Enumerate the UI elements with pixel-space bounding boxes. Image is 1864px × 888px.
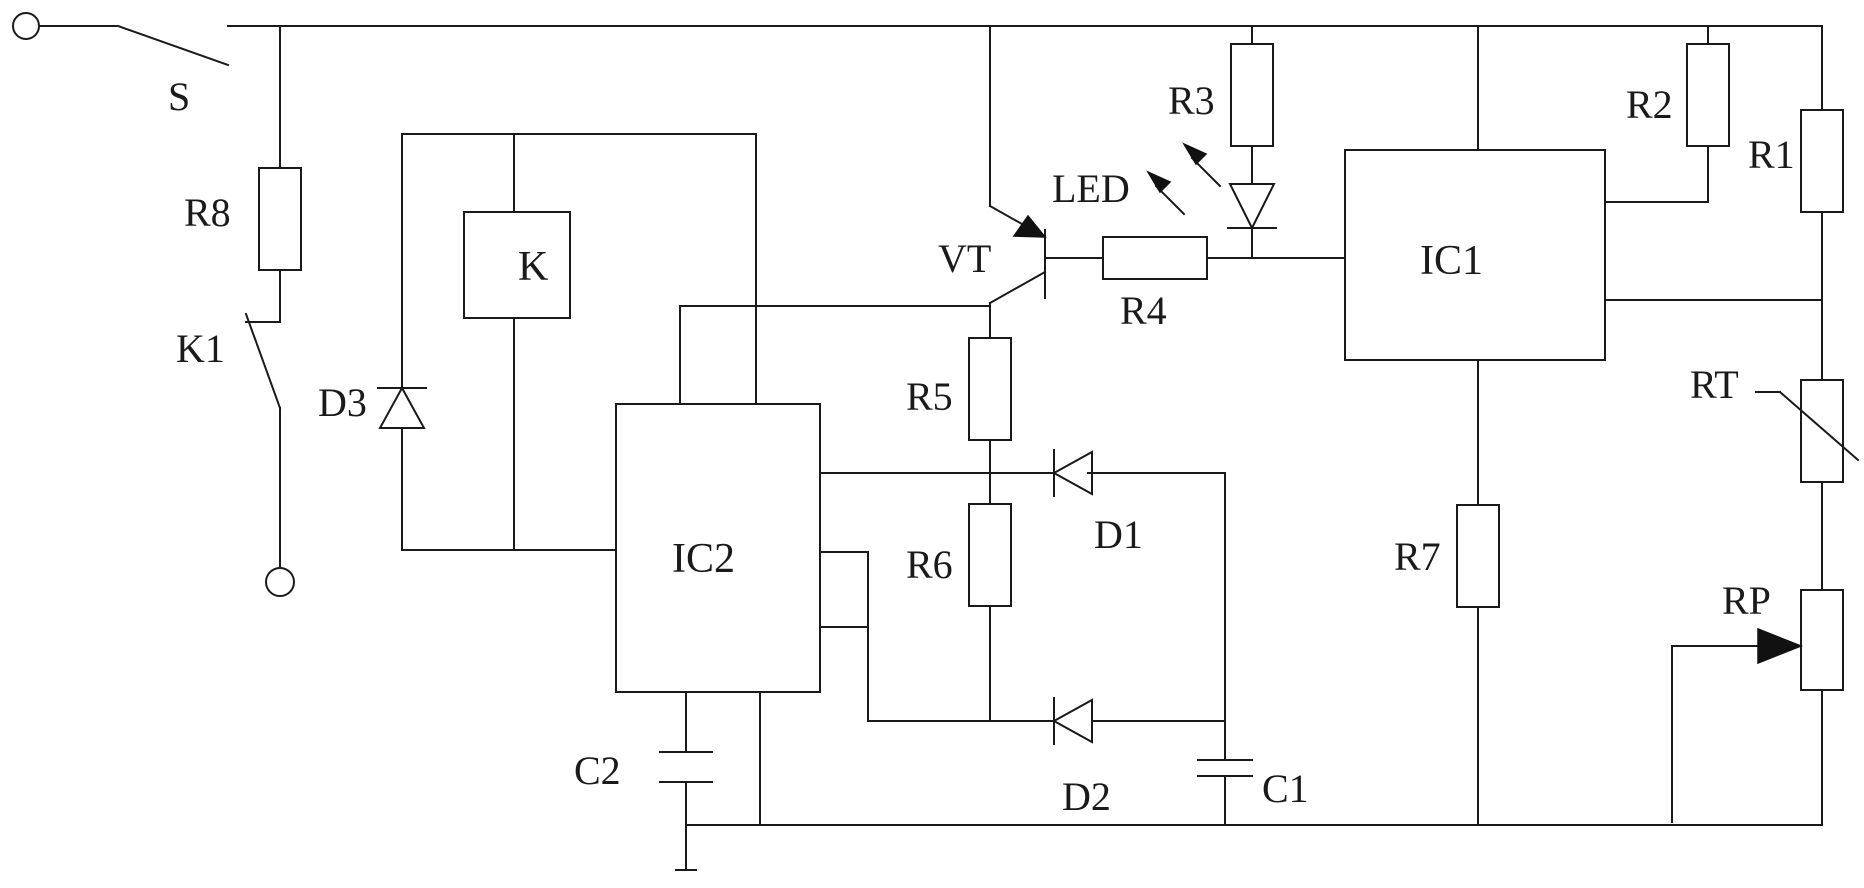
label-r7: R7 — [1394, 534, 1441, 579]
label-r2: R2 — [1626, 82, 1673, 127]
label-led: LED — [1052, 166, 1130, 211]
ic1-block — [1344, 149, 1606, 361]
component-labels: S R8 K1 D3 K IC2 C2 VT LED R3 R4 R5 R6 D… — [168, 74, 1795, 819]
resistor-r6 — [968, 503, 1012, 607]
label-ic1: IC1 — [1420, 238, 1483, 284]
wires — [227, 25, 1823, 871]
resistor-r3 — [1230, 43, 1274, 147]
diode-d2 — [1051, 697, 1093, 745]
potentiometer-rp — [1757, 589, 1844, 691]
label-k: K — [518, 244, 548, 290]
label-ic2: IC2 — [672, 536, 735, 582]
led-emission-arrows-icon — [1146, 142, 1222, 216]
label-c1: C1 — [1262, 766, 1309, 811]
capacitor-c1 — [1197, 759, 1253, 777]
ic2-block — [615, 403, 821, 693]
label-d3: D3 — [318, 380, 367, 425]
label-r3: R3 — [1168, 78, 1215, 123]
thermistor-rt — [1755, 379, 1860, 483]
diode-d3 — [377, 385, 427, 429]
switch-s — [12, 12, 230, 67]
label-r5: R5 — [906, 374, 953, 419]
resistor-r8 — [258, 167, 302, 271]
resistor-r1 — [1800, 109, 1844, 213]
label-d2: D2 — [1062, 774, 1111, 819]
resistor-r7 — [1456, 504, 1500, 608]
label-s: S — [168, 74, 190, 119]
led-diode — [1227, 183, 1277, 231]
label-k1: K1 — [176, 326, 225, 371]
label-c2: C2 — [574, 748, 621, 793]
label-r6: R6 — [906, 542, 953, 587]
label-rt: RT — [1690, 362, 1739, 407]
label-r4: R4 — [1120, 288, 1167, 333]
label-vt: VT — [938, 236, 991, 281]
relay-coil-k — [463, 211, 571, 319]
resistor-r2 — [1686, 43, 1730, 147]
output-terminal — [265, 567, 295, 597]
capacitor-c2 — [659, 751, 713, 783]
label-d1: D1 — [1094, 512, 1143, 557]
transistor-vt — [1012, 214, 1047, 299]
resistor-r5 — [968, 337, 1012, 441]
relay-contact-k1 — [244, 312, 282, 410]
diode-d1 — [1051, 449, 1097, 497]
label-r8: R8 — [184, 190, 231, 235]
label-rp: RP — [1722, 578, 1771, 623]
resistor-r4 — [1102, 236, 1208, 280]
label-r1: R1 — [1748, 132, 1795, 177]
